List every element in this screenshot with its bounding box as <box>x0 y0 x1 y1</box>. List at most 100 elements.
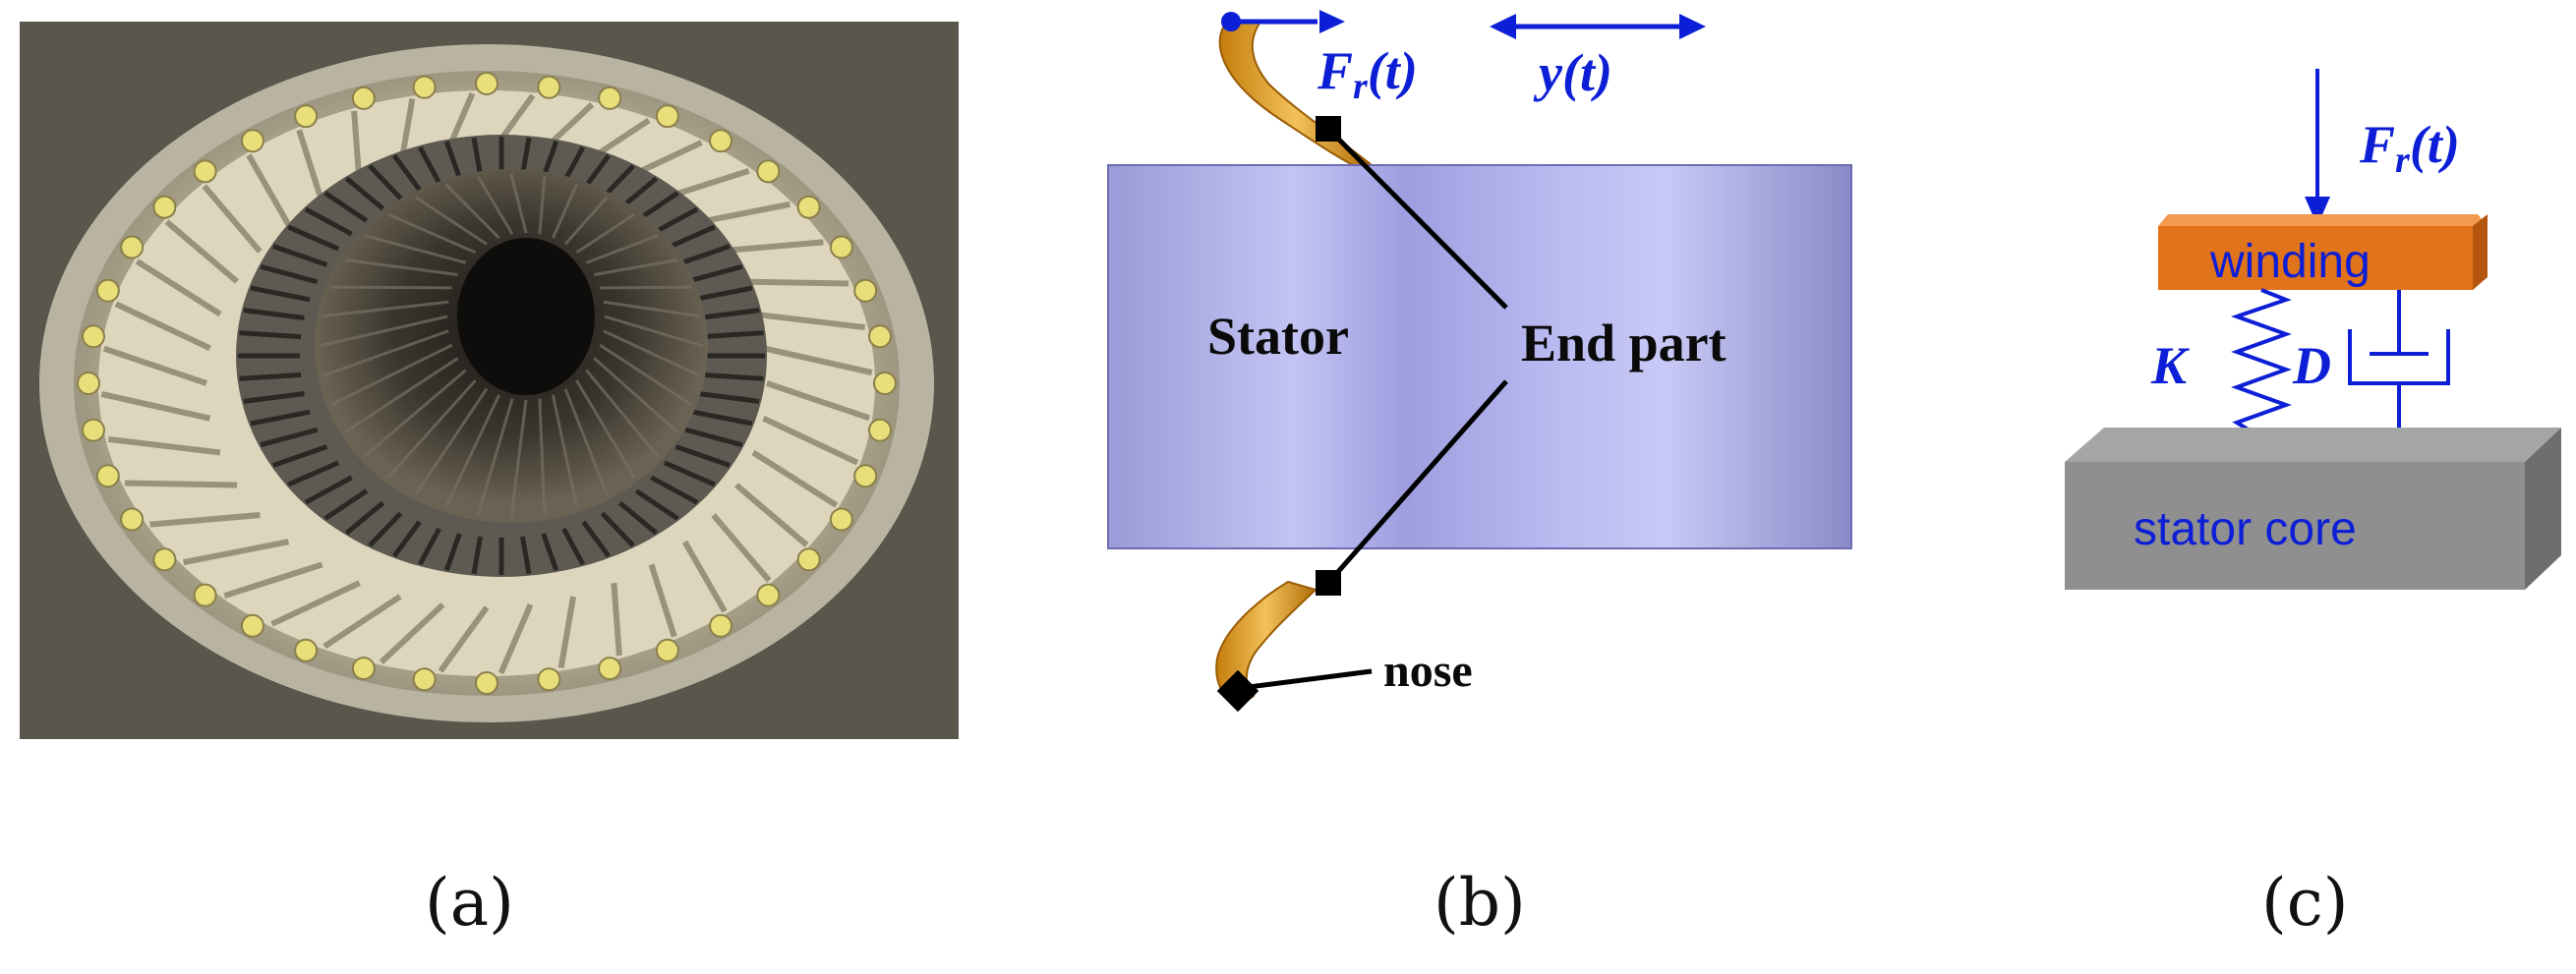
leader-nose <box>1240 668 1373 691</box>
bore-slot <box>386 379 477 480</box>
connection-bead <box>193 159 217 184</box>
connection-bead <box>873 372 897 395</box>
core-tooth <box>684 427 743 448</box>
winding-spoke <box>202 184 263 254</box>
bore-slot <box>444 183 500 240</box>
connection-bead <box>81 324 105 349</box>
bore-slot <box>585 369 660 458</box>
core-tooth <box>272 244 328 267</box>
core-tooth <box>600 511 635 547</box>
bore-slot <box>414 196 488 246</box>
connection-bead <box>475 671 498 695</box>
core-tooth <box>471 137 484 176</box>
bore-slot <box>551 183 579 239</box>
core-tooth <box>692 409 753 427</box>
winding-spoke <box>752 311 865 331</box>
connection-bead <box>796 195 821 219</box>
winding-spoke <box>322 594 402 650</box>
core-tooth <box>243 308 305 321</box>
winding-force-argument: (t) <box>2410 115 2460 174</box>
core-tooth <box>698 390 760 404</box>
winding-spoke <box>557 596 577 668</box>
winding-spoke <box>762 415 859 466</box>
winding-spoke <box>379 602 445 664</box>
core-tooth <box>519 137 532 176</box>
winding-spoke <box>296 129 325 203</box>
bore-slot <box>563 196 609 246</box>
core-tooth <box>519 536 532 575</box>
core-tooth <box>260 263 319 285</box>
stiffness-label: K <box>2150 336 2191 395</box>
winding-spoke <box>124 480 238 488</box>
winding-spoke <box>648 563 677 638</box>
core-tooth <box>443 141 462 179</box>
force-label: Fr(t) <box>1317 41 1418 107</box>
core-tooth <box>368 164 403 201</box>
winding-spoke <box>498 603 534 674</box>
connection-bead <box>475 72 498 95</box>
connection-bead <box>240 129 264 153</box>
core-tooth <box>417 145 441 185</box>
stator-core-label: stator core <box>2134 503 2357 555</box>
core-tooth <box>368 511 403 547</box>
connection-bead <box>598 657 622 681</box>
core-tooth <box>344 500 385 536</box>
panel-c-spring-damper-model: Fr(t) winding K D stator core <box>2065 69 2561 590</box>
core-tooth <box>417 527 441 566</box>
bore-slot <box>509 173 528 234</box>
winding-spoke <box>762 345 873 375</box>
bore-slot <box>538 398 547 516</box>
core-tooth <box>304 206 353 237</box>
core-tooth <box>698 308 760 321</box>
winding-spoke <box>766 380 871 422</box>
connection-bead <box>240 613 264 638</box>
winding-spoke <box>246 153 292 227</box>
winding-block <box>2158 226 2473 290</box>
connection-bead <box>351 657 376 681</box>
core-tooth <box>304 475 353 505</box>
core-tooth <box>391 520 422 558</box>
stator-block <box>1107 164 1852 549</box>
connection-bead <box>709 129 733 153</box>
winding-spoke <box>438 605 490 673</box>
core-tooth <box>323 191 369 223</box>
connection-bead <box>709 613 733 638</box>
core-tooth <box>239 330 302 340</box>
core-tooth <box>663 460 716 487</box>
bore-slot <box>344 357 459 433</box>
connection-bead <box>193 583 217 607</box>
damping-label: D <box>2292 336 2331 395</box>
core-tooth <box>443 533 462 571</box>
winding-spoke <box>108 435 221 456</box>
winding-spoke <box>149 512 261 528</box>
connection-bead <box>152 547 177 572</box>
core-tooth <box>344 176 385 211</box>
displacement-label: y(t) <box>1533 43 1612 102</box>
core-tooth <box>323 488 369 521</box>
core-tooth <box>272 444 328 468</box>
bore-slot <box>575 379 636 479</box>
bore-slot <box>600 285 692 290</box>
core-tooth <box>674 444 731 468</box>
stator-core-side <box>2525 428 2561 590</box>
connection-bead <box>655 638 679 662</box>
winding-label: winding <box>2209 236 2371 288</box>
bore-slot <box>604 315 704 348</box>
core-tooth <box>287 224 340 252</box>
leader-upper <box>1326 127 1508 310</box>
bore-slot <box>476 398 514 516</box>
bore-slot <box>538 176 547 235</box>
core-tooth <box>684 263 743 285</box>
connection-bead <box>598 86 622 110</box>
bore-slot <box>364 234 467 264</box>
core-tooth <box>239 372 302 381</box>
winding-spoke <box>114 301 211 352</box>
bore-slot <box>330 343 453 407</box>
winding-spoke <box>100 391 211 422</box>
bore-slot <box>594 258 678 276</box>
core-tooth <box>541 533 559 571</box>
nose-marker <box>1216 669 1259 713</box>
connection-bead <box>77 372 100 395</box>
connection-bead <box>537 667 561 692</box>
bore-slot <box>585 234 659 264</box>
